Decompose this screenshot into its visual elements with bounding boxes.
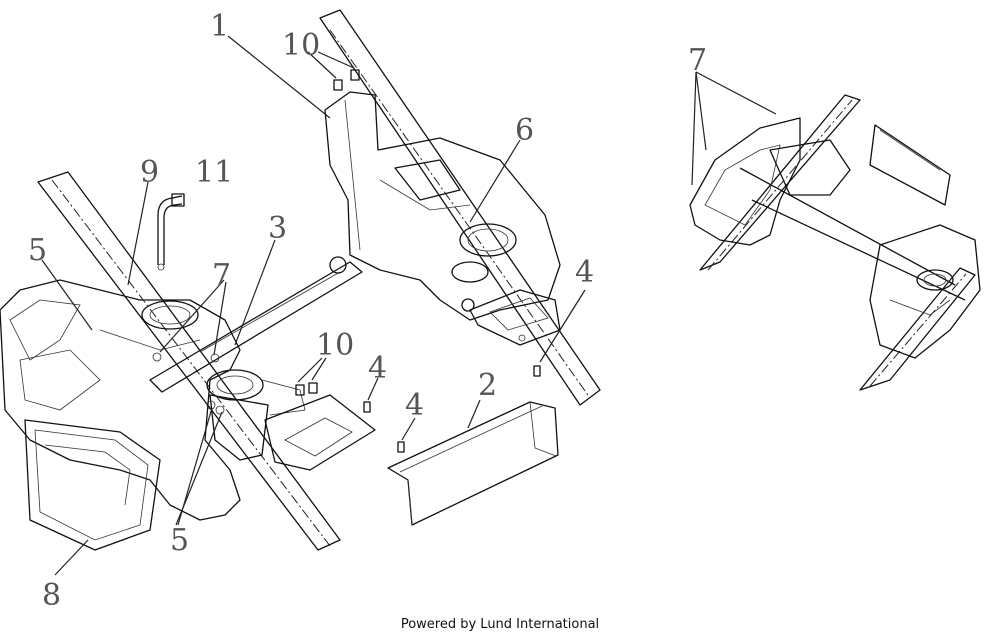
callout-4-lower: 4 xyxy=(405,388,424,423)
fasteners xyxy=(152,69,541,453)
frame-rail-right xyxy=(319,9,601,406)
callout-4-right: 4 xyxy=(575,255,594,290)
part-8-bin xyxy=(24,419,161,551)
callout-6: 6 xyxy=(515,113,534,148)
callout-7-inset: 7 xyxy=(688,43,707,78)
callout-7-left: 7 xyxy=(212,258,231,293)
callout-3: 3 xyxy=(268,211,287,246)
inset-assembly-view xyxy=(689,94,981,391)
part-1-console xyxy=(324,91,561,321)
part-11-tube xyxy=(157,193,185,271)
callout-2: 2 xyxy=(478,368,497,403)
cross-member xyxy=(149,261,363,393)
part-6-plate xyxy=(469,289,561,346)
part-9-fender xyxy=(0,279,241,521)
callout-10-center: 10 xyxy=(316,328,354,363)
floor-pan xyxy=(264,394,376,471)
part-2-panel xyxy=(387,401,559,526)
callout-5-bottom: 5 xyxy=(170,523,189,558)
callout-8: 8 xyxy=(42,578,61,613)
footer-credit: Powered by Lund International xyxy=(400,617,600,632)
callout-11: 11 xyxy=(195,155,233,190)
frame-rail-left xyxy=(37,171,341,551)
callout-1: 1 xyxy=(210,9,229,44)
leader-lines xyxy=(41,35,777,576)
callout-9: 9 xyxy=(140,155,159,190)
part-3-dash xyxy=(206,369,306,461)
callout-labels: 1 10 6 9 11 3 5 7 10 4 4 4 2 5 8 7 xyxy=(28,9,707,613)
callout-10-top: 10 xyxy=(282,28,320,63)
callout-5-left: 5 xyxy=(28,233,47,268)
callout-4-center: 4 xyxy=(368,351,387,386)
